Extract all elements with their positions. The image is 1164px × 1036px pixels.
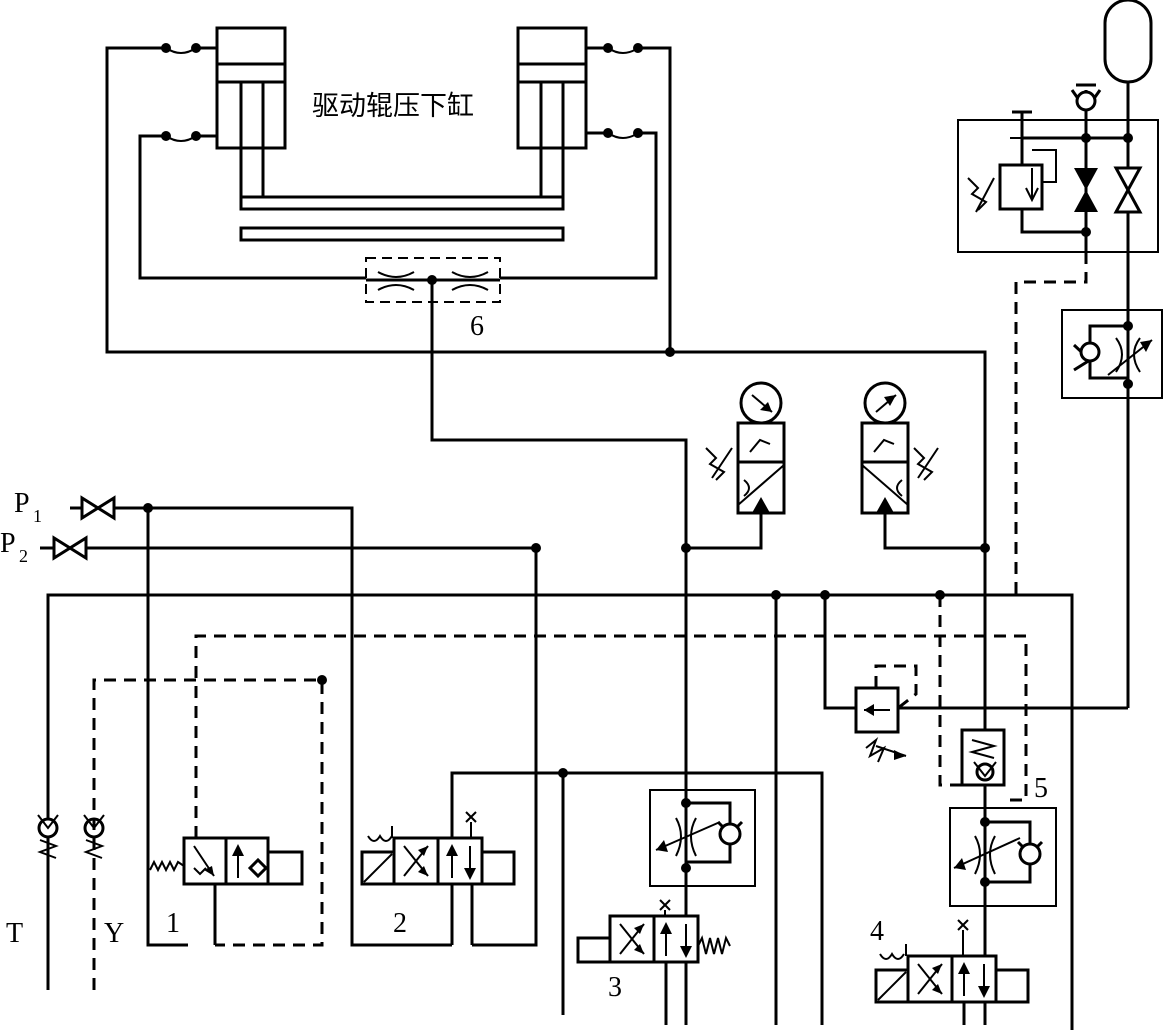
valve-3 xyxy=(576,899,731,1025)
port-p1: P xyxy=(14,488,30,519)
component-number-2: 2 xyxy=(393,908,407,939)
port-p2: P xyxy=(0,528,16,559)
pressure-switch-right xyxy=(860,381,990,553)
accumulator xyxy=(1103,0,1153,138)
port-p1-subscript: 1 xyxy=(33,506,42,526)
port-t: T xyxy=(6,918,23,949)
tank-line xyxy=(46,590,1074,1030)
component-number-3: 3 xyxy=(608,972,622,1003)
component-number-1: 1 xyxy=(166,908,180,939)
accumulator-safety-block xyxy=(957,83,1159,310)
cylinder-piping xyxy=(105,46,987,1025)
roll-beams xyxy=(239,195,565,242)
double-throttle-6 xyxy=(365,257,688,1025)
throttle-check-valve-4 xyxy=(949,807,1057,907)
component-number-5: 5 xyxy=(1034,773,1048,804)
valve-1 xyxy=(149,836,304,945)
check-valve-5 xyxy=(960,728,1006,787)
valve-4 xyxy=(874,919,1030,1025)
pressure-switch-left xyxy=(681,381,786,553)
left-cylinder xyxy=(215,26,287,200)
port-p2-subscript: 2 xyxy=(19,546,28,566)
pressure-lines xyxy=(40,495,541,947)
port-y: Y xyxy=(104,918,124,949)
component-number-6: 6 xyxy=(470,311,484,342)
throttle-check-valve-right xyxy=(1061,309,1163,708)
cylinder-title: 驱动辊压下缸 xyxy=(312,91,474,122)
throttle-check-valve-3 xyxy=(649,789,756,887)
component-number-4: 4 xyxy=(870,916,884,947)
right-cylinder xyxy=(516,26,588,200)
relief-valve xyxy=(854,664,1128,763)
valve-2 xyxy=(360,768,824,1025)
